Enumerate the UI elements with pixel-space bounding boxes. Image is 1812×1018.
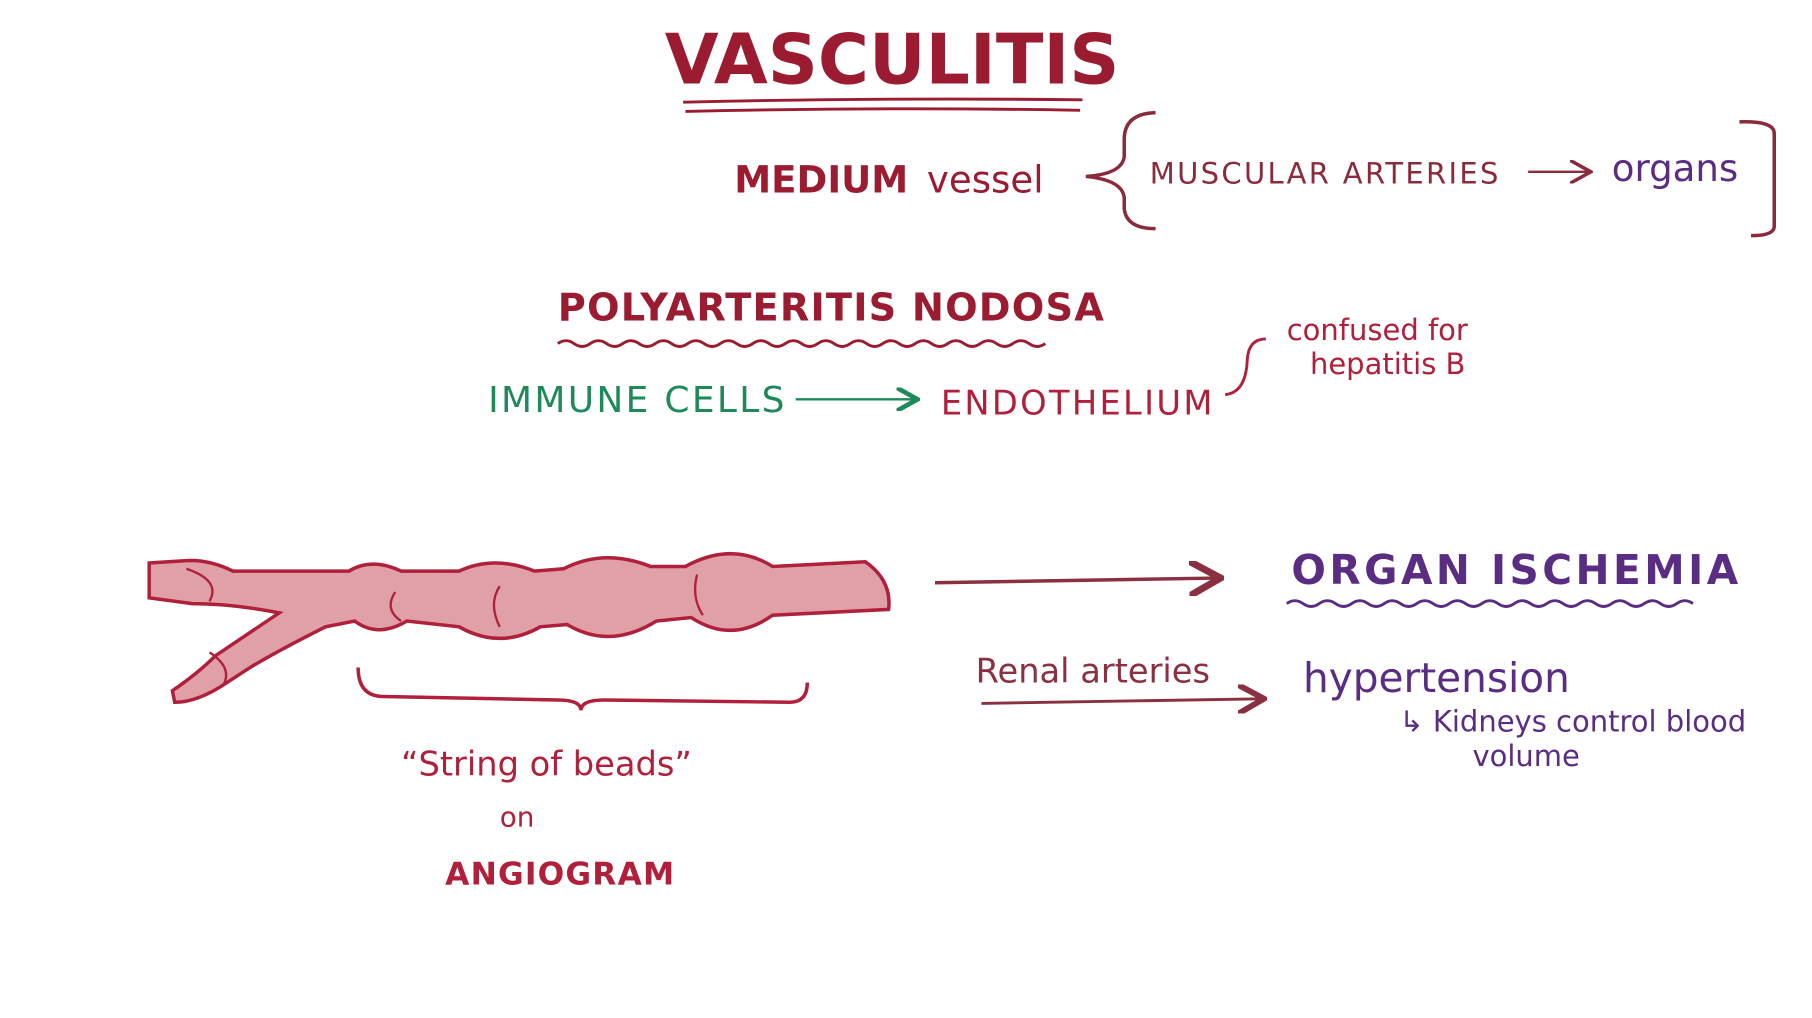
muscular-arteries-label: MUSCULAR ARTERIES [1150,156,1501,190]
kidneys-note: ↳ Kidneys control blood [1399,704,1746,738]
disease-title: POLYARTERITIS NODOSA [558,285,1105,330]
organs-label: organs [1612,147,1739,190]
wavy-underline [1285,599,1694,608]
note-confused: confused for [1287,313,1468,347]
note-hepatitis: hepatitis B [1310,347,1465,381]
arrow-icon [981,699,1261,704]
angiogram-label: ANGIOGRAM [445,857,675,893]
vessel-illustration [147,551,891,705]
title-underline [683,97,1083,113]
vessel-label: vessel [927,159,1044,202]
volume-note: volume [1472,739,1579,773]
organ-ischemia-title: ORGAN ISCHEMIA [1291,546,1741,594]
endothelium-label: ENDOTHELIUM [941,383,1215,422]
renal-arteries-label: Renal arteries [976,652,1210,691]
wavy-underline [556,339,1047,348]
on-label: on [500,800,535,833]
page-title: VASCULITIS [665,20,1120,101]
medium-label: MEDIUM [734,159,908,202]
arrow-icon [934,578,1217,583]
immune-cells-label: IMMUNE CELLS [488,380,787,421]
left-brace [1085,110,1156,231]
bead-brace [356,667,810,711]
string-of-beads-label: “String of beads” [401,744,692,783]
hypertension-label: hypertension [1303,654,1570,702]
note-connector [1224,337,1266,397]
right-bracket [1739,120,1777,238]
